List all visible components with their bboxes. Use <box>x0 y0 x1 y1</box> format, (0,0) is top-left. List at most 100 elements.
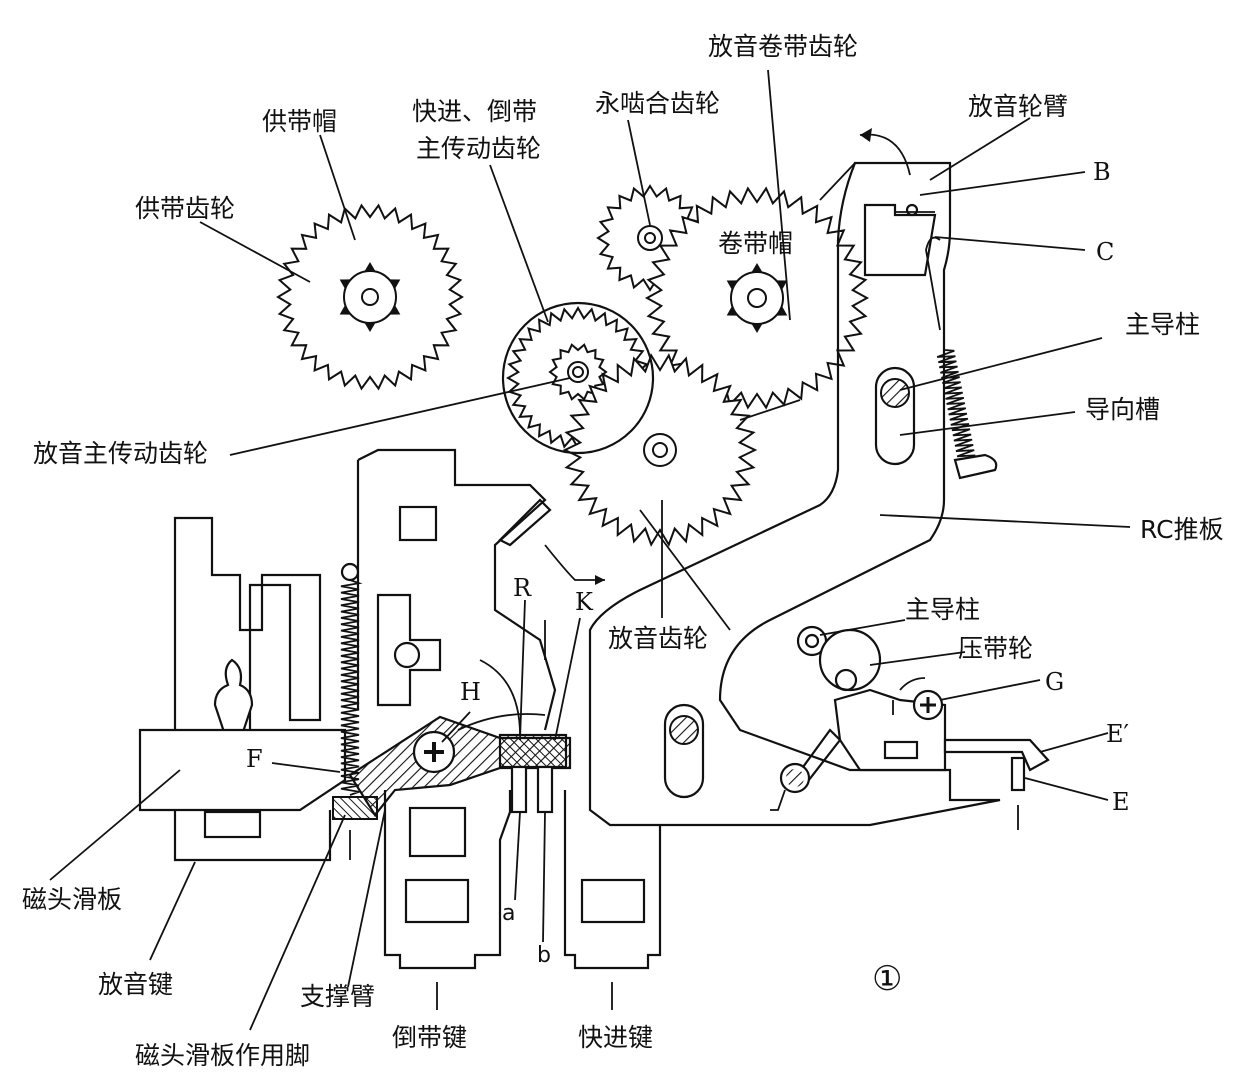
e-lever <box>943 738 1050 772</box>
leader-lines <box>49 69 1131 1031</box>
pinch-roller-axle <box>834 668 858 692</box>
left-bracket <box>173 516 322 737</box>
rewind-key-window-lower <box>404 878 470 924</box>
guide-slot-upper <box>874 366 916 466</box>
supply-gear-hole <box>361 288 379 306</box>
figure-number: ① <box>872 959 902 999</box>
screw-g-cross <box>920 697 936 713</box>
guide-slot-lower <box>663 703 705 799</box>
rewind-key <box>383 790 512 970</box>
tension-spring-right <box>936 349 977 466</box>
c-hook <box>925 236 941 331</box>
label-play-takeup-gear: 放音卷带齿轮 <box>708 32 858 61</box>
label-supply-gear: 供带齿轮 <box>135 194 235 223</box>
label-r: R <box>513 574 532 602</box>
takeup-gear-hub-tooth <box>751 323 763 333</box>
middle-clip <box>376 593 442 707</box>
rk-curve-head <box>595 575 605 585</box>
gears-group <box>276 184 870 547</box>
ff-rew-gear-rim <box>501 301 655 455</box>
supply-gear-hub-tooth <box>364 322 376 332</box>
pinch-arrow <box>899 677 926 691</box>
label-k: K <box>575 588 594 616</box>
takeup-gear <box>644 186 870 410</box>
arm-pin <box>905 203 919 217</box>
takeup-gear-hub-tooth <box>776 305 788 316</box>
supply-gear-hub-tooth <box>339 304 351 315</box>
spring-hook <box>340 562 360 582</box>
label-ff-key: 快进键 <box>578 1023 653 1052</box>
label-head-slide: 磁头滑板 <box>22 885 122 914</box>
label-capstan-bottom: 主导柱 <box>905 595 980 624</box>
lever-tail <box>770 789 786 811</box>
label-g: G <box>1045 668 1064 696</box>
capstan-lower-core <box>804 633 820 649</box>
ff-key <box>563 790 662 970</box>
label-a: a <box>502 901 515 926</box>
lever-screw-hatch <box>786 769 804 787</box>
tension-spring-left <box>340 579 363 796</box>
h-wave <box>457 713 546 731</box>
rc-push-plate <box>588 161 1001 827</box>
label-c: C <box>1096 238 1114 266</box>
rk-curve <box>544 544 605 581</box>
gear-plate-outline <box>739 162 856 421</box>
middle-clip-hole <box>393 641 421 669</box>
h-curve <box>479 659 521 736</box>
supply-gear <box>276 203 464 391</box>
label-supply-hub: 供带帽 <box>262 107 337 136</box>
play-wheel-arm <box>863 203 937 277</box>
arm-rotation-arrow <box>859 133 911 176</box>
label-head-slide-foot: 磁头滑板作用脚 <box>135 1041 310 1070</box>
label-b-small: b <box>537 943 551 968</box>
frame-window <box>398 505 438 542</box>
lower-slot-pin <box>669 715 699 745</box>
label-ff-rew-gear-1: 快进、倒带 <box>412 97 537 126</box>
label-perm-mesh-gear: 永啮合齿轮 <box>595 89 720 118</box>
play-gear-hole <box>652 442 668 458</box>
e-pin <box>1010 756 1026 792</box>
supply-gear-hub-tooth <box>389 304 401 315</box>
bracket-slot <box>883 740 919 760</box>
label-play-wheel-arm: 放音轮臂 <box>968 92 1068 121</box>
takeup-gear-hub-tooth <box>751 263 763 273</box>
drop-cutout <box>213 658 254 737</box>
rewind-key-window-upper <box>408 806 467 858</box>
label-pinch-roller: 压带轮 <box>958 634 1033 663</box>
label-e: E <box>1112 788 1130 816</box>
perm-mesh-gear-hole <box>644 232 656 244</box>
play-gear <box>562 353 758 547</box>
label-takeup-hub: 卷带帽 <box>718 229 793 258</box>
label-play-main-gear: 放音主传动齿轮 <box>33 439 208 468</box>
label-ff-rew-gear-2: 主传动齿轮 <box>416 134 541 163</box>
arm-arrow-head <box>860 128 872 142</box>
label-guide-slot: 导向槽 <box>1085 395 1160 424</box>
rk-block <box>498 733 568 769</box>
label-f: F <box>246 745 263 773</box>
pinch-roller <box>818 628 882 692</box>
head-slide-window <box>203 810 262 839</box>
drive-wedge <box>498 498 552 547</box>
takeup-gear-hub-tooth <box>726 305 738 316</box>
takeup-gear-hole <box>747 288 767 308</box>
capstan-upper-pin <box>880 378 910 408</box>
takeup-gear-hub-tooth <box>776 280 788 291</box>
ff-key-window <box>580 878 646 924</box>
label-h: H <box>460 678 481 706</box>
label-e-prime: E′ <box>1106 720 1129 748</box>
supply-gear-hub-tooth <box>339 279 351 290</box>
label-play-gear: 放音齿轮 <box>608 624 708 653</box>
label-rc-plate: RC推板 <box>1140 515 1224 544</box>
takeup-gear-hub-tooth <box>726 280 738 291</box>
supply-gear-hub-tooth <box>389 279 401 290</box>
supply-gear-hub-tooth <box>364 262 376 272</box>
label-rewind-key: 倒带键 <box>392 1023 467 1052</box>
label-play-key: 放音键 <box>98 970 173 999</box>
pin-a <box>510 765 528 814</box>
pivot-cross <box>424 742 444 762</box>
label-support-arm: 支撑臂 <box>300 982 375 1011</box>
head-slide-plate <box>138 728 347 812</box>
label-b: B <box>1093 158 1111 186</box>
